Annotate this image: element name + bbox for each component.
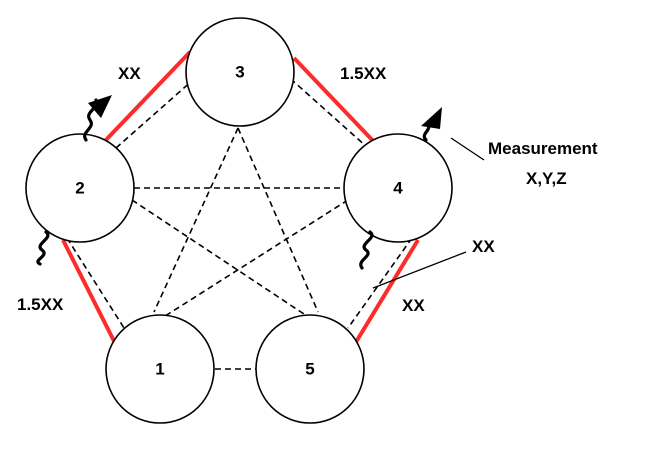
- dashed-edge-2-5: [131, 199, 311, 319]
- node-4: 4: [343, 133, 453, 243]
- node-label: 4: [393, 179, 403, 198]
- dashed-edge-3-4: [282, 71, 369, 149]
- dashed-edge-2-1: [66, 237, 125, 329]
- dashed-edge-3-1: [153, 127, 239, 313]
- label-measurement-xyz: X,Y,Z: [526, 169, 567, 188]
- wave-icon-node-4-bottom: [359, 230, 374, 270]
- node-label: 3: [235, 63, 244, 82]
- red-edge-2-1: [61, 239, 118, 346]
- red-edge-4-5: [354, 238, 420, 344]
- wave-arrow-icon-node-4: [421, 107, 442, 142]
- label-callout-xx: XX: [472, 237, 495, 256]
- label-edge-2-3: XX: [118, 64, 141, 83]
- node-label: 1: [155, 360, 164, 379]
- node-1: 1: [105, 314, 215, 424]
- highlighted-edges: [61, 50, 420, 346]
- node-label: 5: [305, 360, 314, 379]
- wave-arrow-icon-node-2: [83, 95, 112, 142]
- measurement-callout-line: [450, 137, 485, 161]
- wave-icon-node-2-bottom: [36, 230, 50, 266]
- red-edge-3-4: [292, 56, 378, 146]
- node-circle: [343, 133, 453, 243]
- node-circle: [105, 314, 215, 424]
- dashed-edge-4-1: [161, 199, 349, 319]
- node-circle: [185, 17, 295, 127]
- node-2: 2: [25, 133, 135, 243]
- label-edge-4-5: XX: [402, 296, 425, 315]
- dashed-edge-3-5: [237, 127, 319, 313]
- node-circle: [255, 314, 365, 424]
- xx-callout-line: [372, 251, 467, 289]
- node-5: 5: [255, 314, 365, 424]
- red-edge-2-3: [102, 50, 192, 144]
- label-edge-1-2: 1.5XX: [17, 295, 64, 314]
- node-3: 3: [185, 17, 295, 127]
- dashed-edges: [66, 71, 413, 370]
- label-edge-3-4: 1.5XX: [340, 64, 387, 83]
- label-measurement: Measurement: [488, 139, 598, 158]
- node-circle: [25, 133, 135, 243]
- node-label: 2: [75, 179, 84, 198]
- dashed-edge-4-5: [347, 237, 413, 329]
